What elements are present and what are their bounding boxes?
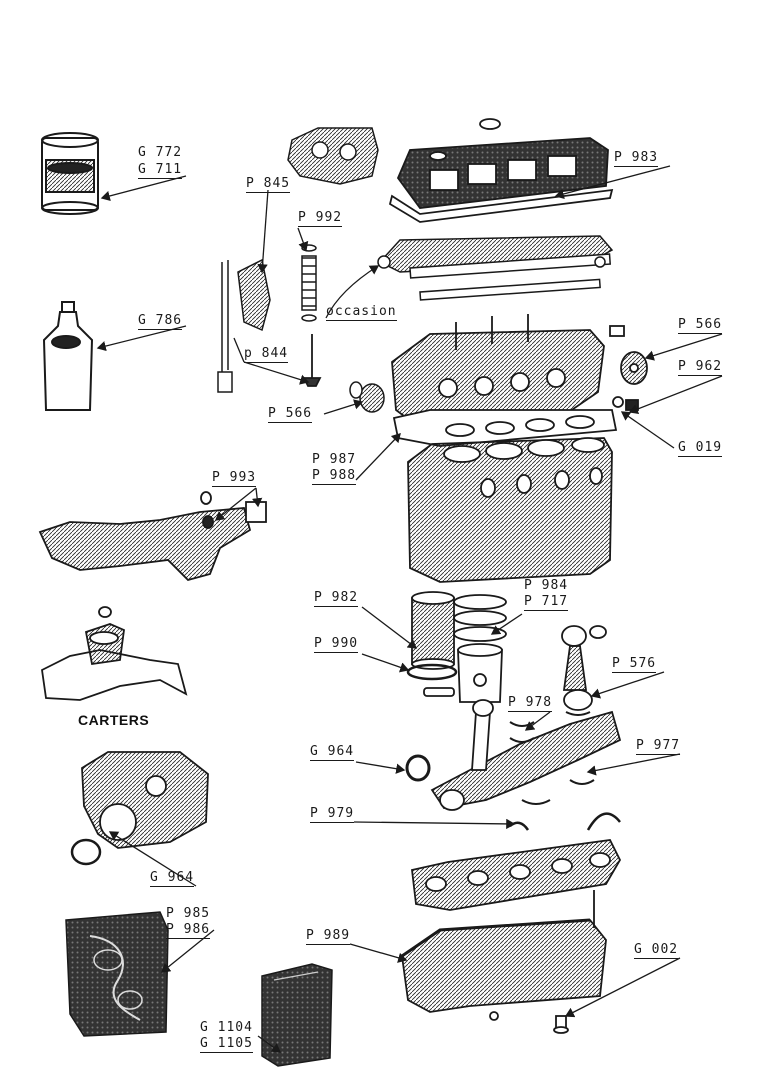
connecting-rod-part <box>561 625 607 711</box>
label-p984: P 984 <box>524 578 569 593</box>
label-p566-left: P 566 <box>268 406 313 423</box>
label-p989: P 989 <box>306 928 351 945</box>
oil-pan-part <box>401 890 607 1021</box>
label-g019: G 019 <box>678 440 723 457</box>
cylinder-liner-part <box>411 591 455 670</box>
timing-cover-part <box>70 751 209 866</box>
engine-valve-part <box>302 334 322 387</box>
intake-manifold-part <box>41 606 188 701</box>
label-p576: P 576 <box>612 656 657 673</box>
gasket-set-part <box>65 911 169 1037</box>
label-g711: G 711 <box>138 162 183 179</box>
core-plug-part <box>349 381 385 413</box>
label-p844: p 844 <box>244 346 289 363</box>
rocker-shaft-part <box>377 235 614 301</box>
engine-block-part <box>407 437 613 583</box>
label-p985: P 985 <box>166 906 211 921</box>
label-occasion: occasion <box>326 304 397 321</box>
label-g1104: G 1104 <box>200 1020 253 1035</box>
label-p982: P 982 <box>314 590 359 607</box>
label-p986: P 986 <box>166 922 211 939</box>
label-g964-mid: G 964 <box>310 744 355 761</box>
label-carters: CARTERS <box>78 712 150 728</box>
label-p566-right: P 566 <box>678 317 723 334</box>
thrust-washers-part <box>509 812 621 831</box>
sealant-tube-part <box>42 301 94 411</box>
label-p978: P 978 <box>508 695 553 712</box>
piston-rings-part <box>453 594 507 642</box>
crankshaft-part <box>430 699 622 811</box>
oil-filter-part <box>41 132 99 215</box>
water-pump-pulley-part <box>609 325 648 411</box>
label-p990: P 990 <box>314 636 359 653</box>
label-p992: P 992 <box>298 210 343 227</box>
label-p717: P 717 <box>524 594 569 611</box>
label-p845: P 845 <box>246 176 291 193</box>
label-p987: P 987 <box>312 452 357 467</box>
label-p983: P 983 <box>614 150 659 167</box>
label-g1105: G 1105 <box>200 1036 253 1053</box>
label-p962: P 962 <box>678 359 723 376</box>
exhaust-manifold-part <box>38 491 267 582</box>
main-bearing-caps-part <box>411 839 622 911</box>
drain-plug-part <box>553 1015 569 1034</box>
label-p977: P 977 <box>636 738 681 755</box>
label-p988: P 988 <box>312 468 357 485</box>
leader-lines <box>96 165 723 1053</box>
piston-part <box>423 643 503 703</box>
label-p979: P 979 <box>310 806 355 823</box>
valve-cover-part <box>388 118 614 223</box>
pushrod-part <box>217 258 271 393</box>
label-p993: P 993 <box>212 470 257 487</box>
label-g964-left: G 964 <box>150 870 195 887</box>
cylinder-head-small-part <box>287 127 379 185</box>
gasket-kit-part <box>261 963 333 1067</box>
crank-seal-part <box>405 754 431 782</box>
label-g786: G 786 <box>138 313 183 330</box>
label-g002: G 002 <box>634 942 679 959</box>
valve-spring-part <box>301 244 317 322</box>
label-g772: G 772 <box>138 145 183 160</box>
